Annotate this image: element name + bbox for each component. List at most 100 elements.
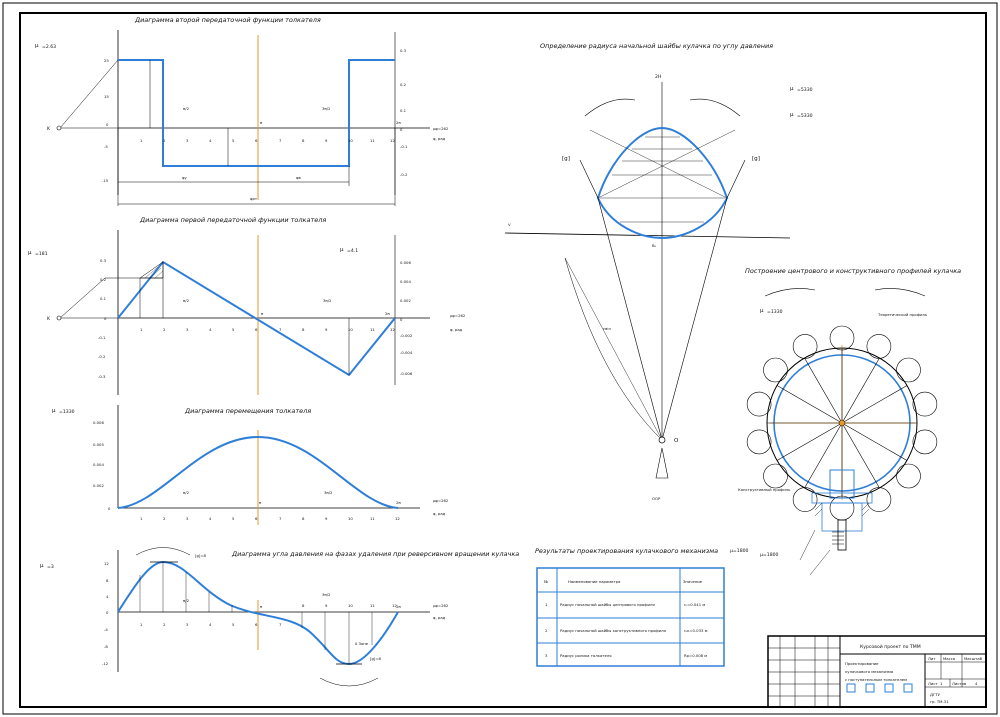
- radius-lens: [596, 126, 729, 240]
- chart4-pi-mark: 2π: [396, 604, 401, 609]
- chart1-mu: μ: [35, 43, 39, 49]
- chart4-pi-mark: π/2: [183, 598, 190, 603]
- chart2-xtick: 12: [390, 327, 395, 332]
- chart1-pi-mark: 3π/2: [322, 106, 331, 111]
- profile-roller-circle: [896, 357, 921, 383]
- radius-ray-left: [597, 197, 663, 441]
- profile-roller-circle: [896, 463, 921, 489]
- chart1-rtick: -0.1: [400, 144, 408, 149]
- follower-body: [821, 502, 863, 532]
- chart1-ytick: 15: [104, 94, 109, 99]
- chart1-pi-mark: π: [260, 120, 263, 125]
- chart2-rtick: 0.006: [400, 260, 411, 265]
- chart1-rtick: -0.2: [400, 172, 408, 177]
- chart2-y-ticks: 0.3 0.2 0.1 0 -0.1 -0.2 -0.3: [98, 258, 107, 379]
- chart2-pi-mark: 3π/2: [323, 298, 332, 303]
- profile-rays: [767, 348, 917, 498]
- chart3-xtick: 3: [186, 516, 189, 521]
- results-row-param: Радиус начальной шайбы конструктивного п…: [560, 628, 666, 633]
- tb-scale: Масштаб: [964, 656, 983, 661]
- chart3-xtick: 2: [163, 516, 166, 521]
- profile-roller-circle: [866, 487, 892, 512]
- results-header-no: №: [544, 579, 548, 584]
- follower-hatch: [814, 502, 823, 511]
- results-row-param: Радиус ролика толкателя: [560, 653, 612, 658]
- tb-sheets: Листов: [952, 681, 967, 686]
- profile-roller-circle: [746, 391, 772, 417]
- chart2-pi-mark: π: [261, 311, 264, 316]
- chart2-rtick: 0: [400, 317, 403, 322]
- chart3-mu-value: =1330: [59, 409, 75, 415]
- chart2-ytick: 0: [104, 316, 107, 321]
- results-frame: [536, 567, 725, 667]
- radius-rmin-arc: [564, 257, 663, 441]
- chart4-ytick: 4: [106, 594, 109, 599]
- profile-roller-circle: [912, 391, 938, 417]
- profile-arrow-right: [874, 288, 926, 297]
- profile-leader: [799, 529, 816, 561]
- chart1-xtick: 10: [348, 138, 353, 143]
- chart3-xtick: 8: [302, 516, 305, 521]
- chart3-ytick: 0.004: [93, 462, 104, 467]
- chart2-phi-label: φ, рад: [450, 327, 463, 332]
- chart4-xtick: 10: [348, 603, 353, 608]
- profile-arrow-left: [764, 288, 816, 297]
- radius-ray-right: [661, 197, 728, 441]
- chart2-xtick: 5: [232, 327, 235, 332]
- chart2-ytick: -0.2: [98, 354, 106, 359]
- chart1-x-ticks: 1 2 3 4 5 6 7 8 9 10 11 12: [140, 138, 395, 143]
- results-row-param: Радиус начальной шайбы центрового профил…: [560, 602, 655, 607]
- chart-first-transfer: Диаграмма первой передаточной функции то…: [28, 216, 466, 395]
- chart2-xtick: 8: [302, 327, 305, 332]
- profile-ray: [804, 357, 843, 424]
- chart2-xtick: 3: [186, 327, 189, 332]
- chart2-right-ticks: 0.006 0.004 0.002 0 -0.002 -0.004 -0.006: [400, 260, 413, 376]
- chart2-xtick: 2: [163, 327, 166, 332]
- follower-hatch: [814, 508, 823, 517]
- radius-chords: [600, 136, 725, 223]
- title-block: Курсовой проект по ТММ Проектирование ку…: [767, 635, 987, 708]
- chart3-xtick: 7: [279, 516, 282, 521]
- chart2-title: Диаграмма первой передаточной функции то…: [139, 216, 326, 224]
- chart-pressure-angle: Диаграмма угла давления на фазах удалени…: [40, 547, 519, 687]
- chart2-xtick: 6: [255, 327, 258, 332]
- chart2-pole: [56, 315, 62, 321]
- chart4-x-ticks: 1 2 3 4 5 6 7 8 9 10 11 12: [140, 603, 397, 627]
- chart2-xtick: 4: [209, 327, 212, 332]
- chart-second-transfer: Диаграмма второй передаточной функции то…: [35, 16, 449, 206]
- results-header-param: Наименование параметра: [568, 579, 620, 584]
- chart1-pole: [56, 125, 62, 131]
- follower-hatch: [861, 508, 870, 517]
- profile-roller-circle: [763, 357, 788, 383]
- profile-ray: [841, 385, 908, 424]
- chart3-curve: [117, 435, 399, 509]
- chart4-ytick: 0: [106, 610, 109, 615]
- chart4-ytick: -12: [102, 661, 109, 666]
- chart1-xtick: 1: [140, 138, 143, 143]
- tb-stamp: [865, 683, 875, 693]
- chart1-pole-line: [59, 59, 119, 129]
- chart3-y-ticks: 0.006 0.005 0.004 0.002 0: [93, 420, 111, 511]
- chart2-mu-phi: μφ=262: [450, 313, 466, 318]
- radius-mu2: μ: [790, 112, 794, 118]
- chart1-xtick: 12: [390, 138, 395, 143]
- chart1-curve: [118, 59, 395, 167]
- follower-spring: [832, 531, 844, 545]
- chart4-xtick: 5: [232, 622, 235, 627]
- follower-roller-holder: [829, 469, 855, 499]
- chart4-ytick: 12: [104, 561, 109, 566]
- chart3-xtick: 5: [232, 516, 235, 521]
- tb-group: гр. ТМ-31: [930, 699, 949, 704]
- profile-rollers: [746, 325, 938, 521]
- chart4-xtick: 6: [255, 622, 258, 627]
- chart1-pole-label: K: [47, 126, 51, 132]
- tb-mass: Масса: [943, 656, 955, 661]
- chart1-right-ticks: 0.3 0.2 0.1 0 -0.1 -0.2: [400, 48, 408, 177]
- chart4-xtick: 7: [279, 622, 282, 627]
- results-row-value: Rр=0.008 м: [684, 653, 707, 658]
- radius-rmin-label: rмin: [603, 326, 611, 331]
- chart2-pole-line: [59, 277, 106, 319]
- profile-roller-circle: [866, 334, 892, 359]
- chart4-pi-mark: 3π/2: [322, 592, 331, 597]
- tb-sub2: кулачкового механизма: [845, 669, 893, 674]
